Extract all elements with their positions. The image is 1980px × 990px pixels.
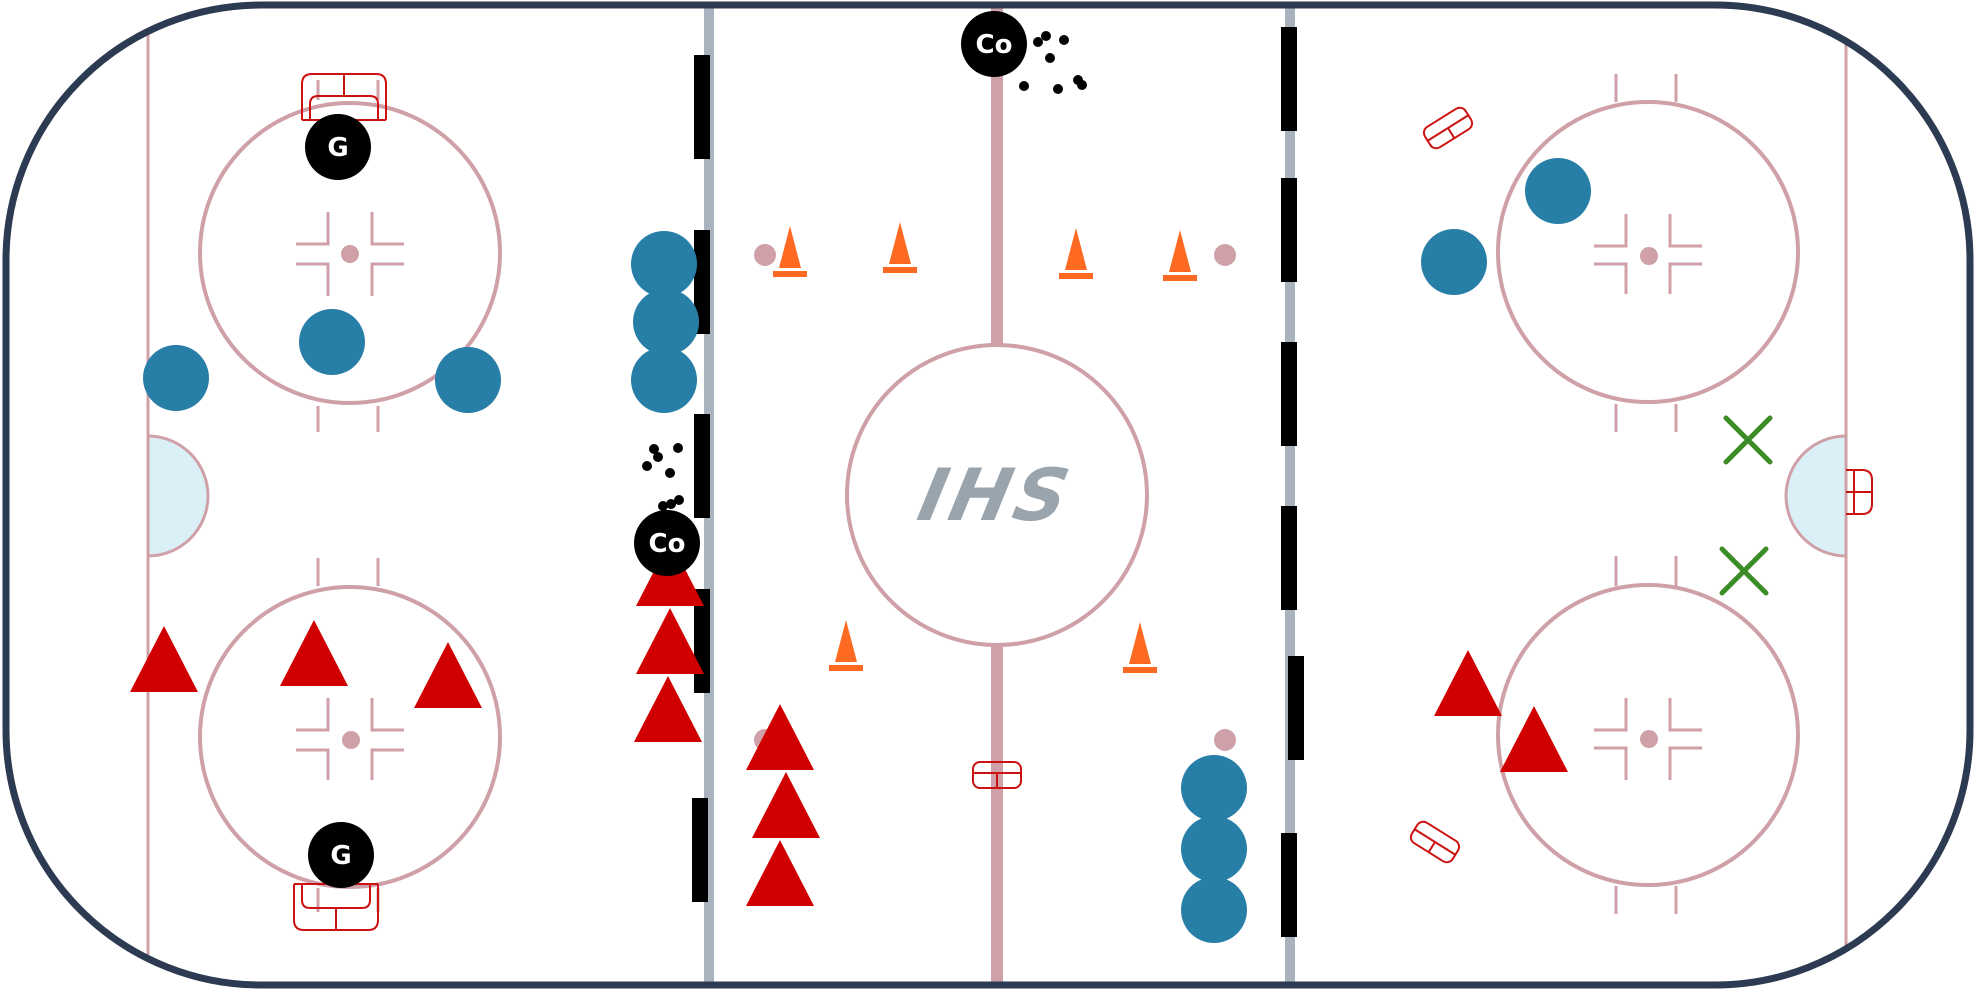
svg-text:Co: Co — [976, 30, 1013, 60]
red-player-9 — [746, 840, 814, 906]
red-player-2 — [280, 620, 348, 686]
crease-left — [146, 434, 210, 558]
cone-1 — [773, 226, 807, 277]
net-top-right — [1422, 106, 1474, 150]
coach-token-top: Co — [961, 11, 1027, 77]
blue-player-7 — [1525, 158, 1591, 224]
pucks-top-center — [1019, 31, 1087, 94]
neutral-dot-bottom-right — [1214, 729, 1236, 751]
svg-text:Co: Co — [649, 529, 686, 559]
blue-player-4 — [631, 231, 697, 297]
cone-2 — [883, 222, 917, 273]
blue-player-1 — [299, 309, 365, 375]
x-marker-top — [1723, 415, 1773, 465]
blue-player-10 — [1181, 816, 1247, 882]
cone-5 — [829, 620, 863, 671]
blue-player-9 — [1181, 755, 1247, 821]
center-circle — [845, 343, 1149, 647]
center-logo: IHS — [911, 454, 1080, 538]
crease-right — [1784, 434, 1848, 558]
red-player-7 — [746, 704, 814, 770]
red-player-11 — [1500, 706, 1568, 772]
red-player-8 — [752, 772, 820, 838]
red-player-6 — [634, 676, 702, 742]
red-player-1 — [130, 626, 198, 692]
net-bottom-right — [1409, 820, 1461, 864]
faceoff-circle-bottom-right — [1496, 556, 1800, 914]
neutral-dot-top-right — [1214, 244, 1236, 266]
faceoff-circle-top-right — [1496, 74, 1800, 432]
cone-group — [773, 222, 1197, 673]
barriers-right — [1281, 27, 1304, 937]
x-marker-bottom — [1719, 546, 1769, 596]
blue-player-8 — [1421, 229, 1487, 295]
neutral-dot-top-left — [754, 244, 776, 266]
goalie-token-top: G — [305, 114, 371, 180]
blue-player-2 — [143, 345, 209, 411]
svg-text:G: G — [330, 841, 351, 871]
blue-player-3 — [435, 347, 501, 413]
pucks-left-zone — [642, 443, 708, 511]
red-player-5 — [636, 608, 704, 674]
svg-text:G: G — [327, 133, 348, 163]
blue-player-5 — [633, 289, 699, 355]
cone-6 — [1123, 622, 1157, 673]
cone-4 — [1163, 230, 1197, 281]
net-center — [972, 761, 1022, 789]
blue-player-11 — [1181, 877, 1247, 943]
cone-3 — [1059, 228, 1093, 279]
coach-token-left: Co — [634, 510, 700, 576]
red-player-3 — [414, 642, 482, 708]
blue-player-6 — [631, 347, 697, 413]
goalie-token-bottom: G — [308, 822, 374, 888]
faceoff-circle-bottom-left — [198, 558, 502, 912]
blue-players — [143, 158, 1591, 943]
net-right-goal — [1846, 469, 1873, 515]
red-player-10 — [1434, 650, 1502, 716]
blue-line-right — [1285, 8, 1295, 984]
